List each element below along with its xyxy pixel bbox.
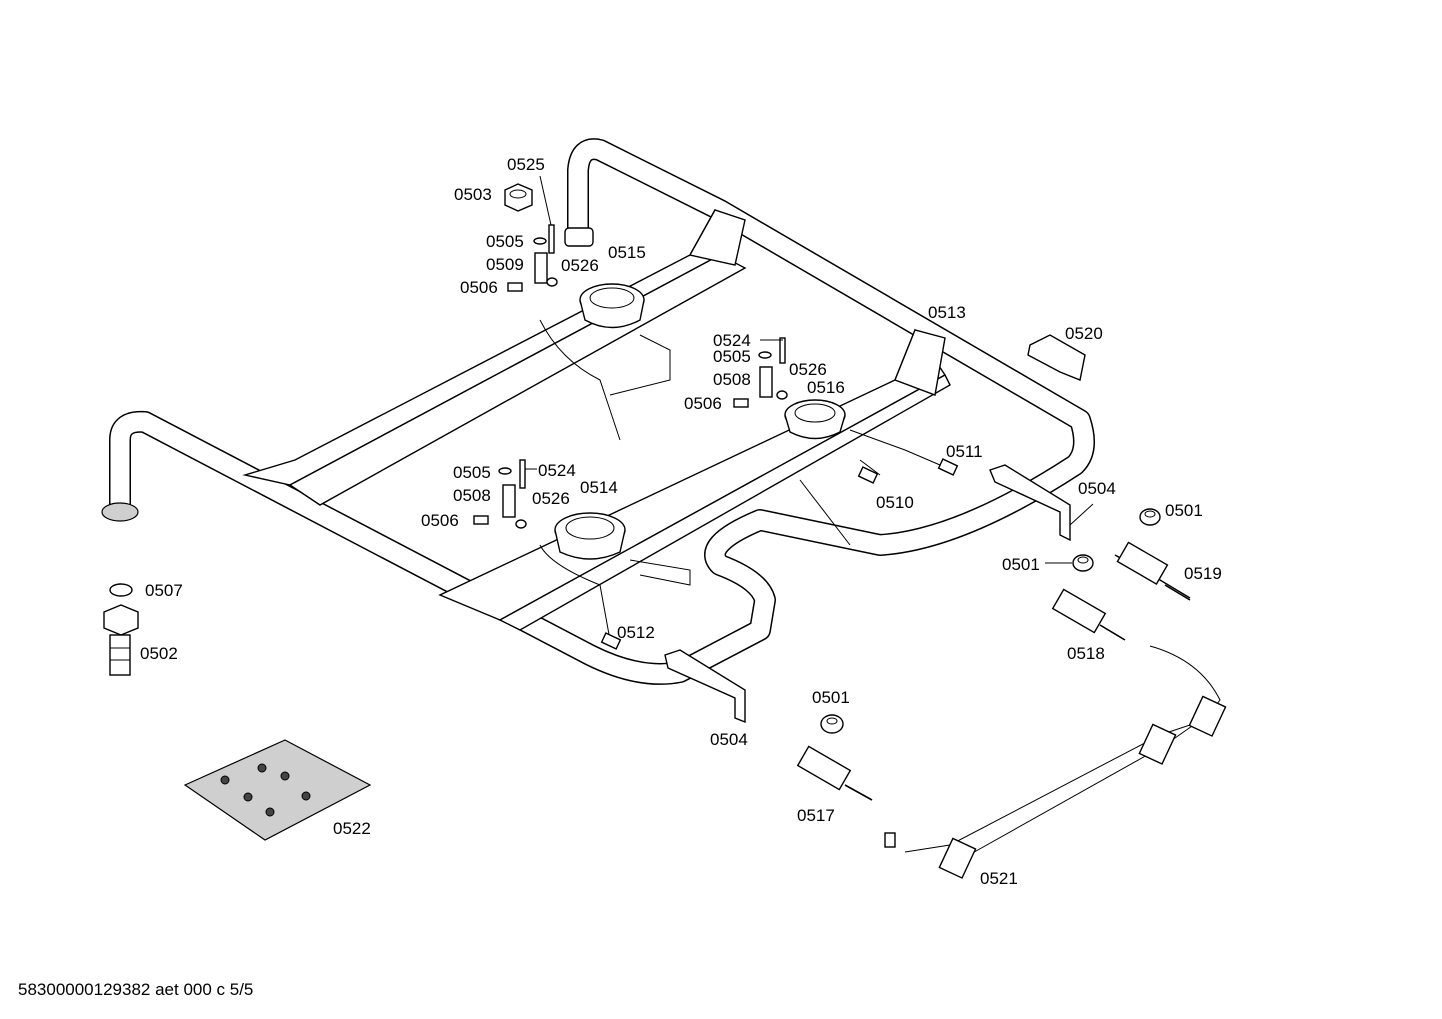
washer-0505b	[758, 351, 772, 359]
washer-0505a	[533, 237, 547, 245]
label-0526: 0526	[532, 489, 570, 508]
tube-lines	[539, 319, 941, 641]
document-id-footer: 58300000129382 aet 000 c 5/5	[18, 980, 254, 999]
bracket-rear-left	[688, 209, 746, 266]
ring-0501b	[1072, 554, 1094, 572]
label-0501: 0501	[812, 688, 850, 707]
label-0505: 0505	[486, 232, 524, 251]
label-0508: 0508	[713, 370, 751, 389]
label-0512: 0512	[617, 623, 655, 642]
label-0520: 0520	[1065, 324, 1103, 343]
label-0505: 0505	[713, 347, 751, 366]
label-0522: 0522	[333, 819, 371, 838]
nozzle-0511	[937, 458, 959, 476]
bracket-rear-right	[894, 329, 946, 396]
ring-0501a	[1139, 508, 1161, 526]
label-0510: 0510	[876, 493, 914, 512]
label-0517: 0517	[797, 806, 835, 825]
label-0526: 0526	[789, 360, 827, 379]
connector-0520	[1027, 334, 1086, 381]
label-0513: 0513	[928, 303, 966, 322]
bracket-0504-front	[664, 649, 746, 724]
label-0509: 0509	[486, 255, 524, 274]
ignition-harness-0521	[884, 645, 1227, 879]
hose-fitting-0502	[103, 604, 139, 676]
thermocouple-0509	[534, 252, 548, 284]
label-0507: 0507	[145, 581, 183, 600]
ring-0501c	[820, 714, 844, 734]
label-0505: 0505	[453, 463, 491, 482]
nut-0526b	[776, 390, 788, 400]
burner-cup-0516	[784, 399, 846, 440]
thermocouple-0508a	[759, 366, 773, 398]
label-0519: 0519	[1184, 564, 1222, 583]
label-0514: 0514	[580, 478, 618, 497]
washer-0505c	[498, 467, 512, 475]
bracket-0504-right	[989, 464, 1071, 542]
label-0506: 0506	[684, 394, 722, 413]
burner-cup-0514	[554, 512, 626, 560]
nut-0526a	[546, 277, 558, 287]
label-0502: 0502	[140, 644, 178, 663]
label-0518: 0518	[1067, 644, 1105, 663]
electrode-0524b	[519, 459, 526, 489]
electrode-0524a	[779, 337, 786, 364]
leader-lines	[525, 175, 1094, 564]
nut-0503	[504, 183, 533, 212]
label-0524: 0524	[538, 461, 576, 480]
nozzle-0512	[600, 632, 622, 650]
part-number-labels: 0525 0503 0505 0509 0526 0515 0506 0513 …	[140, 155, 1222, 888]
label-0501: 0501	[1002, 555, 1040, 574]
label-0501: 0501	[1165, 501, 1203, 520]
burner-cup-0515	[579, 283, 645, 329]
label-0511: 0511	[946, 442, 983, 461]
nozzle-0510	[857, 466, 879, 484]
label-0516: 0516	[807, 378, 845, 397]
label-0526: 0526	[561, 256, 599, 275]
electrode-0525	[548, 224, 555, 254]
clip-0506a	[507, 282, 523, 292]
label-0515: 0515	[608, 243, 646, 262]
washer-0507	[109, 583, 133, 597]
label-0504: 0504	[710, 730, 748, 749]
thermocouple-0508b	[502, 484, 516, 518]
clip-0506b	[733, 398, 749, 408]
label-0521: 0521	[980, 869, 1018, 888]
label-0504: 0504	[1078, 479, 1116, 498]
label-0508: 0508	[453, 486, 491, 505]
valve-0519	[1114, 541, 1191, 601]
valve-0517	[796, 745, 873, 801]
clip-0506c	[473, 515, 489, 525]
parts-bag-0522	[183, 739, 372, 841]
valve-0518	[1051, 588, 1126, 641]
label-0506: 0506	[421, 511, 459, 530]
label-0525: 0525	[507, 155, 545, 174]
label-0506: 0506	[460, 278, 498, 297]
gas-pipe-frame	[101, 138, 1095, 685]
nut-0526c	[515, 519, 527, 529]
label-0503: 0503	[454, 185, 492, 204]
label-0524: 0524	[713, 331, 751, 350]
